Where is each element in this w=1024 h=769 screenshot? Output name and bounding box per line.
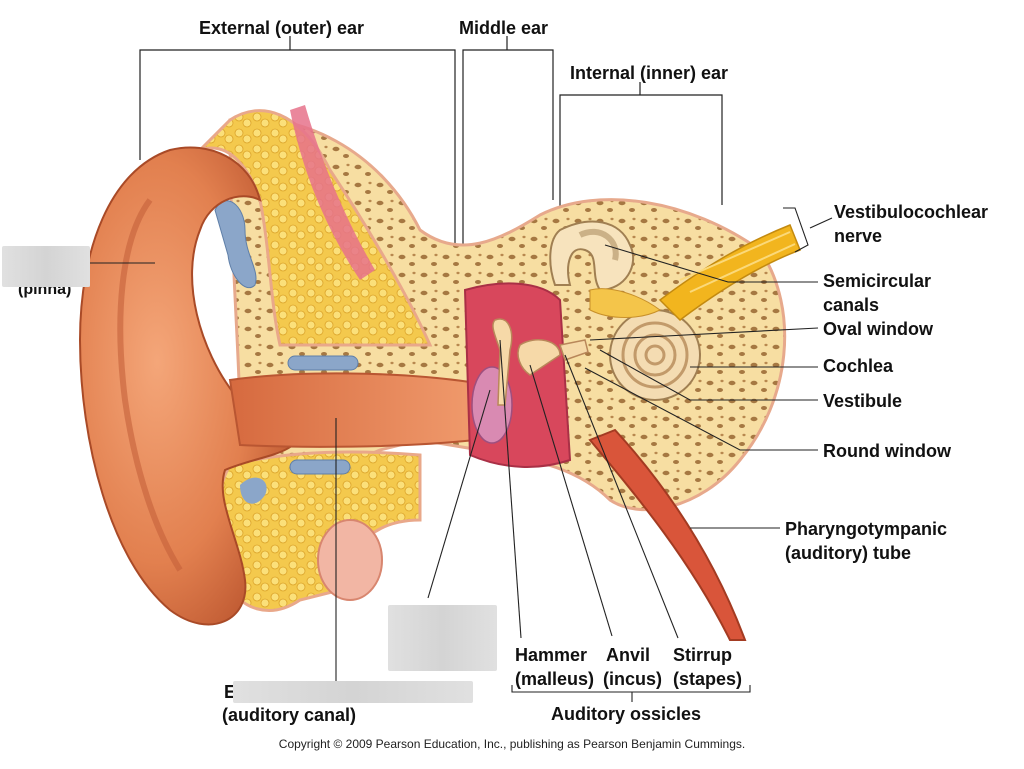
label-stirrup-line2: (stapes) [673, 669, 743, 689]
copyright-notice: Copyright © 2009 Pearson Education, Inc.… [278, 737, 746, 751]
leader-oval-window [589, 327, 819, 341]
hidden-label-mask-canal [233, 681, 473, 703]
vestibule [589, 288, 661, 318]
leader-anvil [529, 364, 613, 637]
label-hammer-line2: (malleus) [515, 669, 595, 689]
label-auditory-ossicles: Auditory ossicles [551, 704, 702, 724]
hidden-label-mask-pinna [2, 246, 90, 287]
label-oval-window: Oval window [823, 319, 934, 339]
hidden-label-mask-tympanic [388, 605, 497, 671]
label-internal-ear: Internal (inner) ear [570, 63, 729, 83]
leader-stirrup [564, 354, 679, 639]
label-hammer: Hammer [515, 645, 588, 665]
leader-tympanic [427, 389, 491, 599]
incus [517, 339, 561, 376]
lower-soft-tissue [214, 450, 422, 612]
label-pharyngotympanic-tube-line2: (auditory) tube [785, 543, 911, 563]
leader-hammer [499, 339, 522, 639]
label-pharyngotympanic-tube: Pharyngotympanic [785, 519, 948, 539]
region-brackets [139, 36, 723, 270]
external-ear-bracket [139, 49, 456, 270]
upper-soft-tissue [198, 105, 433, 371]
external-acoustic-meatus [228, 372, 477, 448]
middle-ear-cavity [463, 282, 589, 468]
label-middle-ear: Middle ear [459, 18, 549, 38]
leader-lines [90, 207, 833, 702]
label-semicircular-canals-line2: canals [823, 295, 880, 315]
label-canal-partial-line2: (auditory canal) [222, 705, 357, 725]
malleus [492, 318, 513, 406]
ossicles-bracket [511, 685, 751, 693]
label-stirrup: Stirrup [673, 645, 733, 665]
leader-round-window [584, 367, 818, 451]
stapes [559, 339, 589, 361]
internal-ear-bracket [559, 94, 723, 210]
leader-vestibule [599, 349, 818, 401]
leader-semicircular [604, 244, 818, 283]
label-vestibulocochlear-nerve-line2: nerve [834, 226, 883, 246]
label-cochlea: Cochlea [823, 356, 894, 376]
label-semicircular-canals: Semicircular [823, 271, 932, 291]
nerve-bracket [783, 207, 809, 253]
auricle [78, 146, 302, 626]
label-round-window: Round window [823, 441, 951, 461]
label-vestibule: Vestibule [823, 391, 903, 411]
label-anvil-line2: (incus) [603, 669, 663, 689]
auditory-tube [588, 428, 747, 641]
label-external-ear: External (outer) ear [199, 18, 365, 38]
label-vestibulocochlear-nerve: Vestibulocochlear [834, 202, 989, 222]
label-anvil: Anvil [606, 645, 651, 665]
middle-ear-bracket [462, 49, 554, 270]
